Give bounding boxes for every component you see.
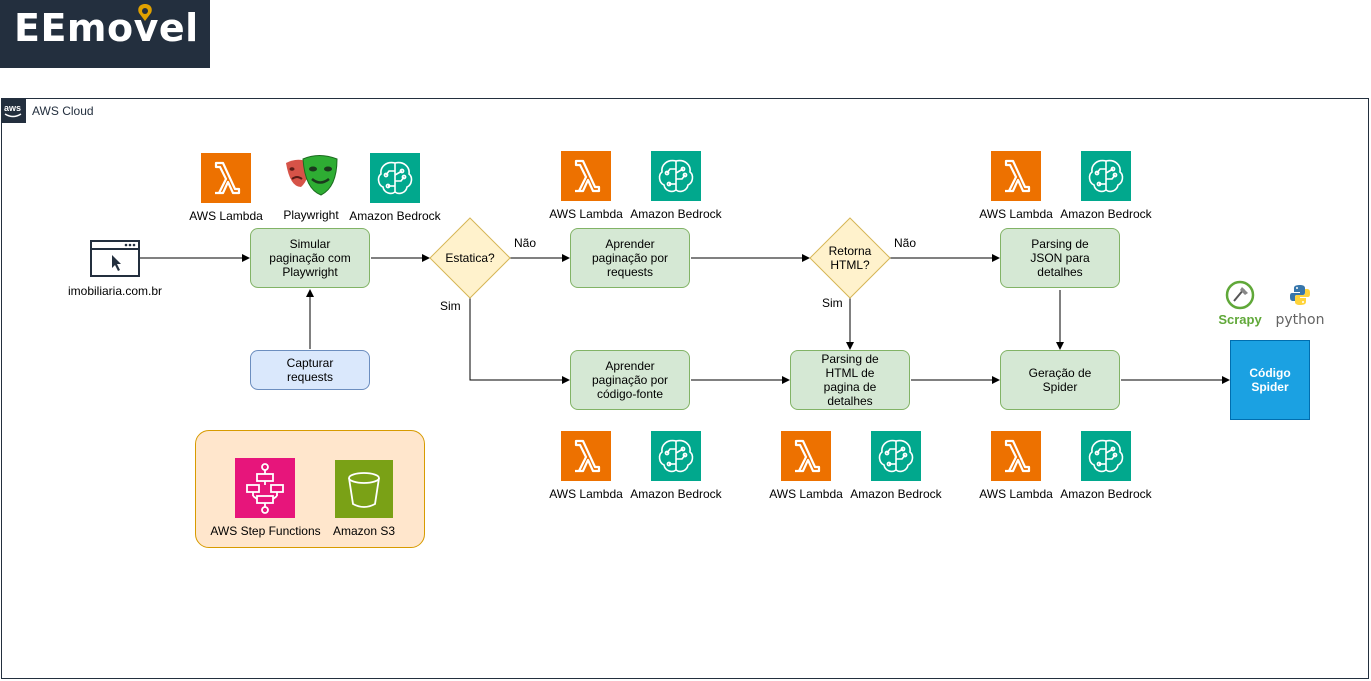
lambda-label: AWS Lambda — [549, 487, 623, 501]
location-pin-icon — [138, 4, 152, 21]
process-simular-paginacao: Simular paginação com Playwright — [250, 228, 370, 288]
lambda-label: AWS Lambda — [979, 207, 1053, 221]
python-label: python — [1275, 312, 1325, 328]
step-functions-icon — [235, 458, 295, 518]
process-geracao-spider: Geração de Spider — [1000, 350, 1120, 410]
website-label: imobiliaria.com.br — [67, 284, 163, 298]
browser-window-icon — [90, 240, 140, 277]
bedrock-label: Amazon Bedrock — [630, 207, 722, 221]
step-functions-label: AWS Step Functions — [210, 524, 321, 538]
bedrock-brain-icon — [871, 431, 921, 481]
playwright-label: Playwright — [283, 208, 339, 222]
bedrock-label: Amazon Bedrock — [630, 487, 722, 501]
logo-text: EEmovel — [14, 6, 199, 50]
bedrock-label: Amazon Bedrock — [349, 209, 441, 223]
lambda-icon — [201, 153, 251, 203]
edge-label-sim-2: Sim — [822, 296, 843, 310]
edge-label-nao-2: Não — [894, 236, 917, 250]
lambda-label: AWS Lambda — [769, 487, 843, 501]
aws-cloud-label: AWS Cloud — [32, 104, 94, 118]
aws-logo-icon: aws — [1, 98, 26, 123]
bedrock-brain-icon — [1081, 431, 1131, 481]
decision-retorna-html-shape — [809, 217, 891, 299]
bedrock-label: Amazon Bedrock — [1060, 207, 1152, 221]
process-aprender-codigo-fonte: Aprender paginação por código-fonte — [570, 350, 690, 410]
lambda-label: AWS Lambda — [189, 209, 263, 223]
bedrock-brain-icon — [651, 431, 701, 481]
process-capturar-requests: Capturar requests — [250, 350, 370, 390]
s3-bucket-icon — [335, 460, 393, 518]
process-aprender-requests: Aprender paginação por requests — [570, 228, 690, 288]
process-parsing-json: Parsing de JSON para detalhes — [1000, 228, 1120, 288]
lambda-icon — [781, 431, 831, 481]
lambda-label: AWS Lambda — [979, 487, 1053, 501]
lambda-label: AWS Lambda — [549, 207, 623, 221]
lambda-icon — [561, 151, 611, 201]
bedrock-brain-icon — [1081, 151, 1131, 201]
bedrock-label: Amazon Bedrock — [1060, 487, 1152, 501]
lambda-icon — [991, 431, 1041, 481]
bedrock-brain-icon — [370, 153, 420, 203]
python-snakes-icon — [1289, 284, 1311, 306]
scrapy-spatula-icon — [1225, 280, 1255, 310]
decision-retorna-html: Retorna HTML? — [828, 244, 872, 272]
output-codigo-spider: Código Spider — [1230, 340, 1310, 420]
bedrock-brain-icon — [651, 151, 701, 201]
svg-text:aws: aws — [4, 103, 21, 113]
decision-estatica: Estatica? — [445, 251, 495, 265]
lambda-icon — [991, 151, 1041, 201]
scrapy-label: Scrapy — [1218, 312, 1262, 327]
s3-label: Amazon S3 — [332, 524, 396, 538]
aws-cloud-group — [1, 98, 1369, 679]
edge-estatica-codigo — [469, 298, 570, 384]
eemovel-logo: EEmovel — [0, 0, 210, 68]
process-parsing-html: Parsing de HTML de pagina de detalhes — [790, 350, 910, 410]
edge-label-sim-1: Sim — [440, 299, 461, 313]
playwright-masks-icon — [283, 153, 339, 199]
decision-estatica-shape — [429, 217, 511, 299]
bedrock-label: Amazon Bedrock — [850, 487, 942, 501]
edge-label-nao-1: Não — [514, 236, 537, 250]
lambda-icon — [561, 431, 611, 481]
